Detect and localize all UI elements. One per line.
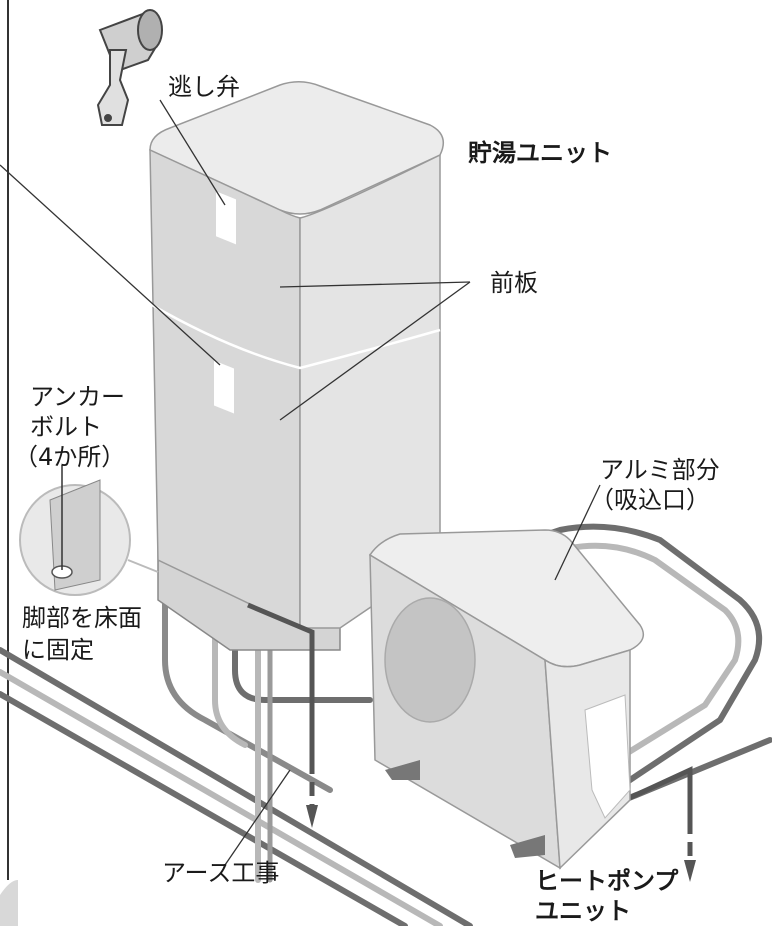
anchor-bolt-label-1: アンカー [30,383,126,411]
relief-valve-icon [96,9,163,126]
heat-pump-label-2: ユニット [535,897,631,925]
leg-fix-label-1: 脚部を床面 [22,604,142,632]
anchor-bolt-label-3: （4か所） [14,443,126,471]
heat-pump-label-1: ヒートポンプ [535,867,679,895]
tank-pipes [162,532,373,883]
tank-unit-label: 貯湯ユニット [468,139,612,167]
aluminum-part-label-2: （吸込口） [590,486,710,514]
heat-pump-unit [368,529,645,870]
anchor-bolt-label-2: ボルト [30,413,102,441]
tank-unit-body [149,81,445,630]
leader-lines [0,99,601,866]
anchor-bolt-detail [19,465,159,596]
relief-valve-label: 逃し弁 [168,73,240,101]
front-panel-label: 前板 [490,269,538,297]
corner-arc [0,880,18,926]
aluminum-part-label-1: アルミ部分 [600,456,720,484]
leg-fix-label-2: に固定 [22,636,94,664]
ground-work-label: アース工事 [162,859,280,887]
floor-pipes [0,647,473,926]
ground-rods [247,602,696,882]
